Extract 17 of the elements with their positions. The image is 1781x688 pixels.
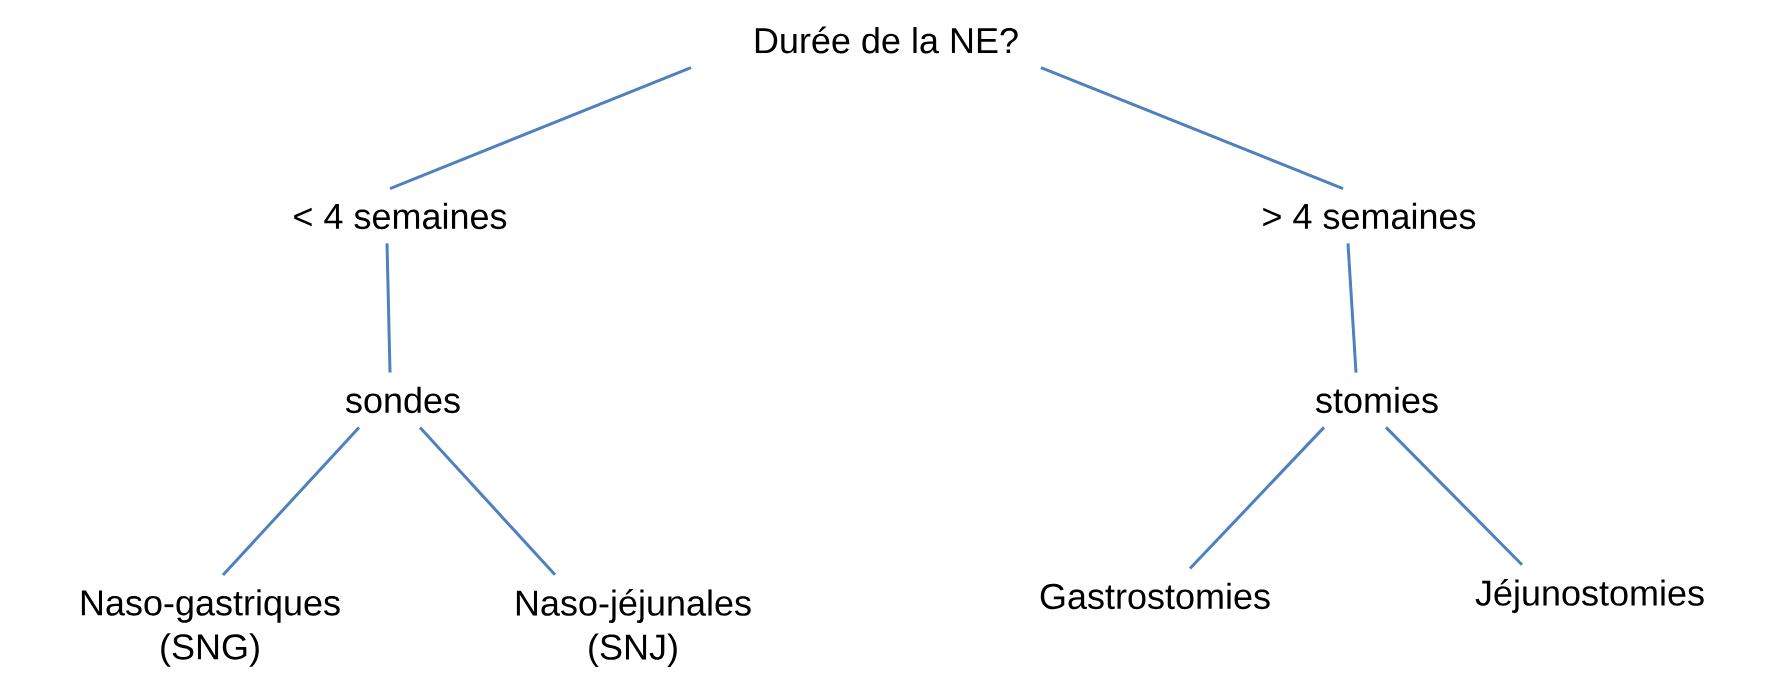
node-label: > 4 semaines bbox=[1263, 202, 1476, 230]
connector-line bbox=[389, 66, 692, 190]
node-label: Jéjunostomies bbox=[1475, 579, 1704, 613]
connector-line bbox=[385, 243, 392, 373]
node-label: Durée de la NE? bbox=[755, 26, 1018, 54]
node-label: sondes bbox=[346, 386, 460, 414]
connector-line bbox=[221, 426, 361, 577]
node-label: < 4 semaines bbox=[294, 202, 507, 230]
node-label: Gastrostomies bbox=[1040, 582, 1270, 610]
connector-line bbox=[1188, 426, 1326, 570]
node-label: Naso-gastriques (SNG) bbox=[81, 589, 340, 667]
node-label: Naso-jéjunales (SNJ) bbox=[516, 589, 751, 667]
connector-line bbox=[1040, 66, 1344, 190]
connector-line bbox=[1384, 426, 1524, 566]
connector-line bbox=[1346, 243, 1358, 373]
node-label: stomies bbox=[1316, 386, 1438, 414]
connector-line bbox=[418, 426, 557, 576]
